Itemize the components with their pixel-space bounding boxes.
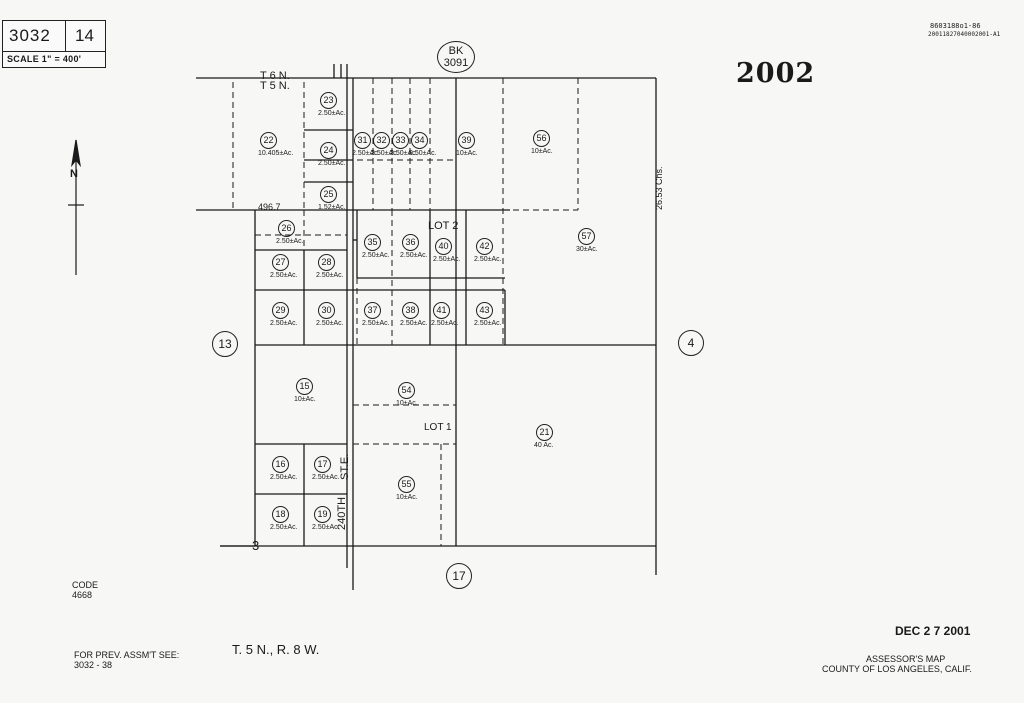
- parcel-acreage-26: 2.50±Ac.: [276, 238, 304, 245]
- parcel-number-18[interactable]: 18: [272, 506, 289, 523]
- prev-assessment-label: FOR PREV. ASSM'T SEE:: [74, 650, 180, 660]
- parcel-acreage-37: 2.50±Ac.: [362, 320, 390, 327]
- parcel-number-38[interactable]: 38: [402, 302, 419, 319]
- parcel-number-33[interactable]: 33: [392, 132, 409, 149]
- parcel-acreage-17: 2.50±Ac.: [312, 474, 340, 481]
- parcel-acreage-57: 30±Ac.: [576, 246, 598, 253]
- parcel-number-37[interactable]: 37: [364, 302, 381, 319]
- parcel-acreage-15: 10±Ac.: [294, 396, 316, 403]
- parcel-number-24[interactable]: 24: [320, 142, 337, 159]
- parcel-number-21[interactable]: 21: [536, 424, 553, 441]
- document-ref-number-2: 20011827040002001-A1: [928, 31, 1001, 38]
- parcel-number-27[interactable]: 27: [272, 254, 289, 271]
- street-240th: 240TH: [336, 496, 348, 530]
- parcel-number-42[interactable]: 42: [476, 238, 493, 255]
- map-header-box: 3032 14 SCALE 1" = 400': [2, 20, 106, 68]
- parcel-acreage-36: 2.50±Ac.: [400, 252, 428, 259]
- parcel-acreage-56: 10±Ac.: [531, 148, 553, 155]
- dimension-label-1: 496.7: [258, 202, 281, 212]
- parcel-number-40[interactable]: 40: [435, 238, 452, 255]
- parcel-acreage-30: 2.50±Ac.: [316, 320, 344, 327]
- parcel-acreage-18: 2.50±Ac.: [270, 524, 298, 531]
- parcel-acreage-29: 2.50±Ac.: [270, 320, 298, 327]
- parcel-number-56[interactable]: 56: [533, 130, 550, 147]
- header-divider: [65, 21, 66, 51]
- parcel-number-25[interactable]: 25: [320, 186, 337, 203]
- north-arrow-label: N: [70, 168, 78, 180]
- header-rule: [3, 51, 105, 52]
- parcel-number-28[interactable]: 28: [318, 254, 335, 271]
- dimension-label-2: 26.53 Chs.: [654, 166, 664, 210]
- township-range: T. 5 N., R. 8 W.: [232, 642, 320, 657]
- book-ref-label: BK: [448, 45, 464, 57]
- parcel-acreage-54: 10±Ac.: [396, 400, 418, 407]
- parcel-acreage-23: 2.50±Ac.: [318, 110, 346, 117]
- township-south: T 5 N.: [260, 80, 290, 92]
- township-north: T 6 N.: [260, 70, 290, 82]
- parcel-acreage-19: 2.50±Ac.: [312, 524, 340, 531]
- parcel-number-16[interactable]: 16: [272, 456, 289, 473]
- corner-number: 3: [252, 538, 260, 553]
- lot-2-label: LOT 2: [428, 220, 459, 232]
- book-number: 3032: [9, 26, 51, 45]
- parcel-acreage-39: 10±Ac.: [456, 150, 478, 157]
- parcel-number-36[interactable]: 36: [402, 234, 419, 251]
- parcel-number-34[interactable]: 34: [411, 132, 428, 149]
- parcel-number-19[interactable]: 19: [314, 506, 331, 523]
- parcel-acreage-16: 2.50±Ac.: [270, 474, 298, 481]
- parcel-acreage-55: 10±Ac.: [396, 494, 418, 501]
- parcel-acreage-31: 2.50±Ac.: [352, 150, 380, 157]
- parcel-acreage-21: 40 Ac.: [534, 442, 554, 449]
- parcel-acreage-43: 2.50±Ac.: [474, 320, 502, 327]
- parcel-acreage-33: 2.50±Ac.: [390, 150, 418, 157]
- book-ref-circle: BK 3091: [437, 41, 475, 73]
- parcel-number-35[interactable]: 35: [364, 234, 381, 251]
- parcel-number-55[interactable]: 55: [398, 476, 415, 493]
- parcel-acreage-41: 2.50±Ac.: [431, 320, 459, 327]
- parcel-number-32[interactable]: 32: [373, 132, 390, 149]
- map-date: DEC 2 7 2001: [895, 624, 971, 638]
- parcel-number-31[interactable]: 31: [354, 132, 371, 149]
- parcel-number-15[interactable]: 15: [296, 378, 313, 395]
- parcel-acreage-32: 2.50±Ac.: [371, 150, 399, 157]
- parcel-number-29[interactable]: 29: [272, 302, 289, 319]
- map-year: 2002: [736, 58, 816, 89]
- parcel-number-23[interactable]: 23: [320, 92, 337, 109]
- parcel-number-57[interactable]: 57: [578, 228, 595, 245]
- parcel-acreage-28: 2.50±Ac.: [316, 272, 344, 279]
- parcel-acreage-22: 10.405±Ac.: [258, 150, 294, 157]
- adjacent-page-south[interactable]: 17: [446, 563, 472, 589]
- code-value: 4668: [72, 590, 93, 600]
- parcel-acreage-24: 2.50±Ac.: [318, 160, 346, 167]
- parcel-number-22[interactable]: 22: [260, 132, 277, 149]
- parcel-number-54[interactable]: 54: [398, 382, 415, 399]
- page-number: 14: [75, 26, 94, 45]
- parcel-acreage-42: 2.50±Ac.: [474, 256, 502, 263]
- parcel-acreage-25: 1.52±Ac.: [318, 204, 346, 211]
- lot-1-label: LOT 1: [424, 422, 452, 433]
- adjacent-page-east[interactable]: 4: [678, 330, 704, 356]
- parcel-acreage-40: 2.50±Ac.: [433, 256, 461, 263]
- parcel-number-26[interactable]: 26: [278, 220, 295, 237]
- code-label: CODE: [72, 580, 99, 590]
- document-ref-number: 8603188o1-86: [930, 22, 981, 30]
- parcel-number-30[interactable]: 30: [318, 302, 335, 319]
- parcel-acreage-35: 2.50±Ac.: [362, 252, 390, 259]
- parcel-acreage-38: 2.50±Ac.: [400, 320, 428, 327]
- prev-assessment-value: 3032 - 38: [74, 660, 113, 670]
- adjacent-page-west[interactable]: 13: [212, 331, 238, 357]
- map-title-2: COUNTY OF LOS ANGELES, CALIF.: [822, 664, 972, 674]
- scale-label: SCALE 1" = 400': [7, 54, 82, 64]
- parcel-number-17[interactable]: 17: [314, 456, 331, 473]
- map-title-1: ASSESSOR'S MAP: [866, 654, 946, 664]
- parcel-acreage-27: 2.50±Ac.: [270, 272, 298, 279]
- parcel-acreage-34: 2.50±Ac.: [409, 150, 437, 157]
- street-st-e: ST.E.: [339, 453, 351, 480]
- book-ref-number: 3091: [443, 57, 469, 69]
- parcel-number-39[interactable]: 39: [458, 132, 475, 149]
- parcel-number-41[interactable]: 41: [433, 302, 450, 319]
- parcel-number-43[interactable]: 43: [476, 302, 493, 319]
